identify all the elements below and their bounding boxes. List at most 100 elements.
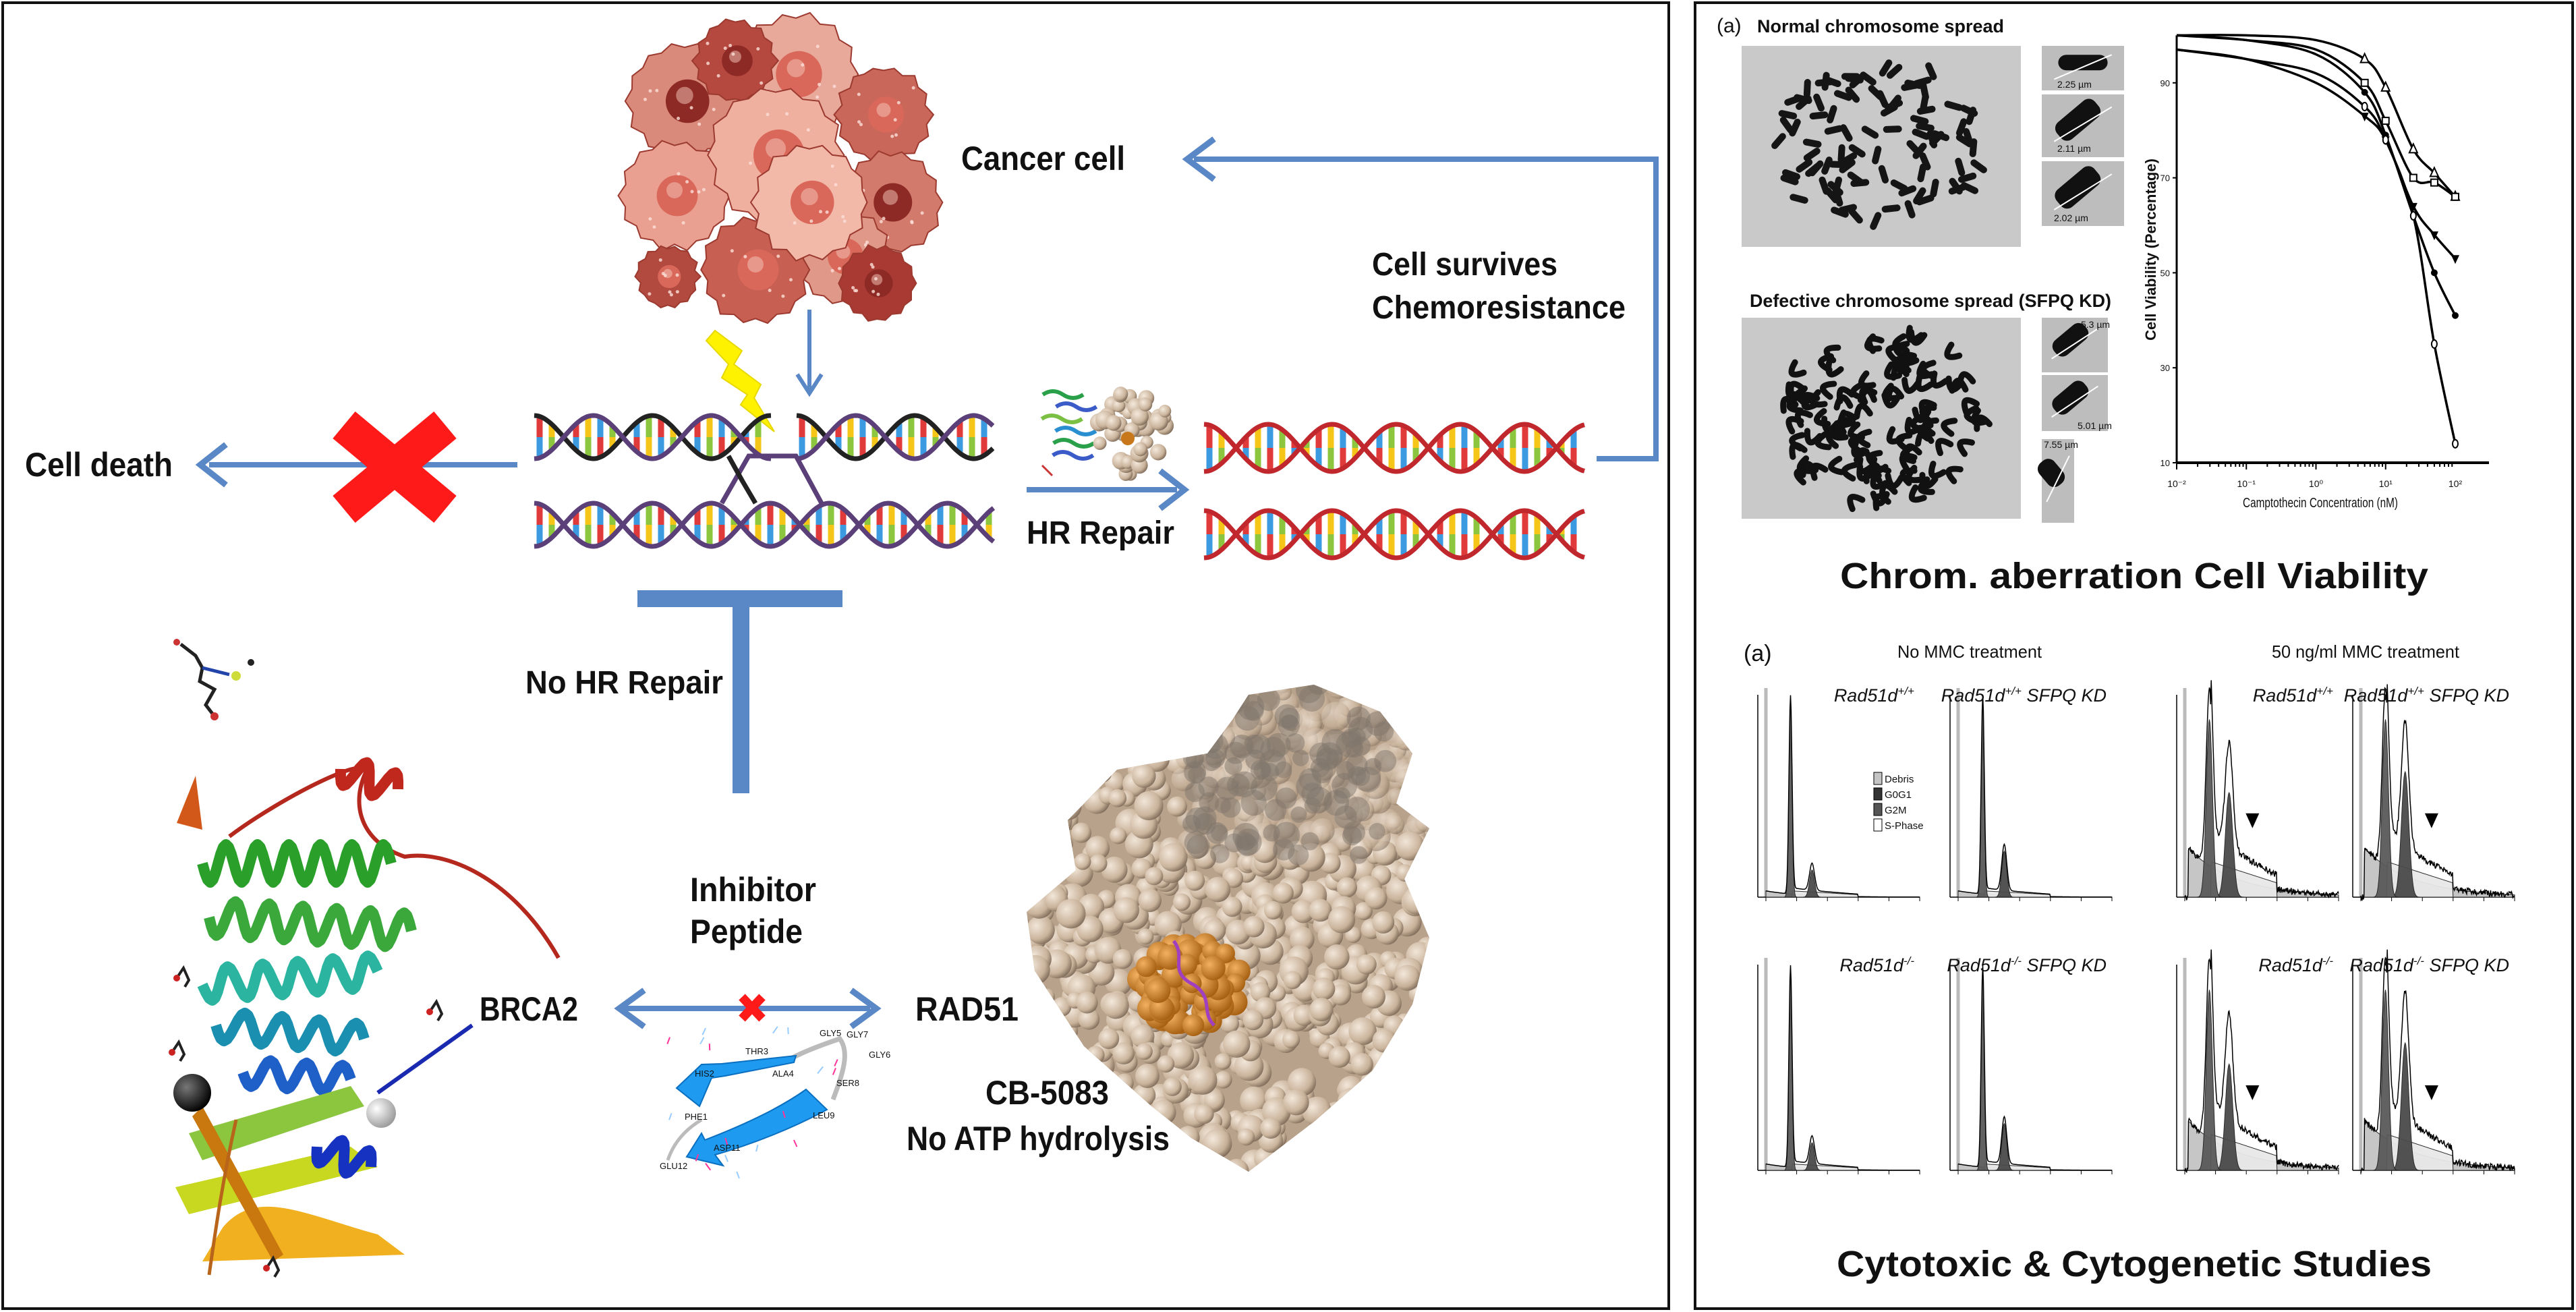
arrowhead-marker-icon: [2424, 1085, 2438, 1101]
measurement-label: 5.3 µm: [2081, 319, 2110, 330]
x-tick-label: 10⁻²: [2167, 478, 2186, 489]
feedback-arrowhead-icon: [1182, 136, 1216, 182]
binding-pocket: [1176, 953, 1198, 975]
chemoresistance-label: Chemoresistance: [1372, 290, 1626, 326]
hr-repair-label: HR Repair: [1027, 515, 1174, 551]
arrowhead-marker-icon: [2424, 813, 2438, 828]
histogram-panel: Rad51d+/+ SFPQ KD: [2344, 684, 2515, 901]
histogram-panel: Rad51d-/- SFPQ KD: [2349, 949, 2515, 1174]
alpha-helix: [204, 896, 417, 952]
histogram-panel: Rad51d-/-: [1757, 954, 1920, 1174]
histogram-outline: [1765, 965, 1920, 1171]
histogram-panel: Rad51d+/+ SFPQ KD: [1941, 685, 2113, 901]
histogram-title: Rad51d-/-: [2258, 954, 2333, 975]
data-point: [2382, 135, 2389, 145]
section-title-cytotoxic: Cytotoxic & Cytogenetic Studies: [1837, 1244, 2432, 1284]
y-tick-label: 90: [2160, 78, 2170, 88]
hr-repair-proteins-illustration: [1040, 387, 1174, 481]
section-title-chrom-viability: Chrom. aberration Cell Viability: [1840, 556, 2428, 596]
histogram-panel: Rad51d+/+: [2176, 680, 2339, 901]
measurement-label: 2.11 µm: [2057, 143, 2091, 154]
residue-label: HIS2: [695, 1068, 714, 1079]
series-line: [2176, 34, 2457, 316]
residue-label: SER8: [836, 1078, 859, 1088]
normal-spread-title: Normal chromosome spread: [1757, 16, 2004, 36]
data-point: [2380, 80, 2391, 92]
feedback-arrow: [1194, 156, 1659, 461]
mmc-treatment-label: 50 ng/ml MMC treatment: [2272, 641, 2460, 662]
data-point: [2452, 438, 2459, 449]
histogram-title: Rad51d+/+: [2253, 685, 2333, 706]
cb5083-label: CB-5083: [985, 1074, 1109, 1112]
ligand-molecule-illustration: [173, 639, 254, 720]
histogram-title: Rad51d-/- SFPQ KD: [1947, 954, 2107, 975]
data-point: [2408, 142, 2419, 154]
legend-label: G0G1: [1885, 789, 1912, 801]
residue-label: GLY7: [847, 1029, 868, 1039]
binding-pocket: [1182, 1014, 1205, 1037]
alpha-helix: [335, 757, 404, 801]
arrowhead-marker-icon: [2245, 1085, 2260, 1101]
y-tick-label: 30: [2160, 363, 2170, 373]
rad51-surface-structure: [1027, 685, 1429, 1172]
double-arrowhead-icon: [614, 988, 882, 1029]
residue-label: ASP11: [714, 1143, 741, 1153]
no-atp-hydrolysis-label: No ATP hydrolysis: [907, 1120, 1170, 1158]
data-point: [2361, 102, 2368, 111]
cancer-cell-cluster-illustration: [617, 11, 944, 324]
rad51-label: RAD51: [915, 990, 1019, 1028]
brca2-label: BRCA2: [480, 990, 578, 1028]
inhibition-stem: [733, 607, 749, 793]
binding-pocket: [1157, 944, 1183, 970]
hr-repair-arrowhead-icon: [1158, 468, 1190, 511]
data-point: [2409, 173, 2417, 182]
alpha-helix: [210, 1007, 370, 1057]
histogram-title: Rad51d-/-: [1839, 954, 1914, 975]
data-point: [2451, 192, 2459, 201]
histogram-outline: [1957, 965, 2112, 1171]
measurement-label: 7.55 µm: [2044, 439, 2078, 450]
x-tick-label: 10¹: [2379, 478, 2393, 489]
alpha-helix: [237, 1055, 356, 1097]
legend-label: Debris: [1885, 774, 1914, 785]
x-tick-label: 10²: [2449, 478, 2463, 489]
data-point: [2430, 339, 2438, 349]
alpha-helix: [197, 950, 383, 1006]
data-point: [2429, 166, 2440, 177]
inhibition-bar: [637, 590, 842, 607]
chart-y-axis-label: Cell Viability (Percentage): [2142, 159, 2159, 341]
brca2-ribbon-structure: [169, 757, 561, 1278]
residue-label: THR3: [745, 1046, 768, 1056]
interaction-blocked-x-icon: [739, 994, 766, 1022]
binding-pocket: [1145, 977, 1171, 1003]
histogram-title: Rad51d+/+ SFPQ KD: [1941, 685, 2107, 706]
arrowhead-marker-icon: [2245, 813, 2260, 828]
binding-pocket: [1135, 956, 1157, 977]
no-mmc-treatment-label: No MMC treatment: [1897, 641, 2042, 662]
histogram-outline: [2360, 684, 2515, 901]
histogram-outline: [1765, 695, 1920, 898]
cell-survives-label: Cell survives: [1372, 247, 1557, 283]
legend-label: S-Phase: [1885, 820, 1924, 832]
data-point: [2409, 210, 2417, 221]
histogram-outline: [2184, 949, 2339, 1174]
histogram-title: Rad51d-/- SFPQ KD: [2349, 954, 2509, 975]
histogram-panel: Rad51d-/-: [2176, 949, 2339, 1174]
data-point: [2359, 52, 2370, 63]
histogram-outline: [2184, 680, 2339, 901]
inhibitor-molecule: [1172, 940, 1215, 1027]
y-tick-label: 50: [2160, 268, 2170, 278]
data-point: [2430, 231, 2438, 241]
binding-pocket: [1201, 955, 1226, 981]
series-line: [2176, 48, 2457, 445]
damaged-dna-illustration: [534, 413, 996, 549]
data-point: [2451, 255, 2459, 264]
histogram-title: Rad51d+/+ SFPQ KD: [2344, 685, 2509, 706]
cancer-cell-label: Cancer cell: [961, 140, 1125, 177]
cell-death-arrowhead-icon: [195, 442, 228, 488]
histogram-outline: [2360, 949, 2515, 1174]
measurement-label: 2.25 µm: [2057, 79, 2092, 90]
